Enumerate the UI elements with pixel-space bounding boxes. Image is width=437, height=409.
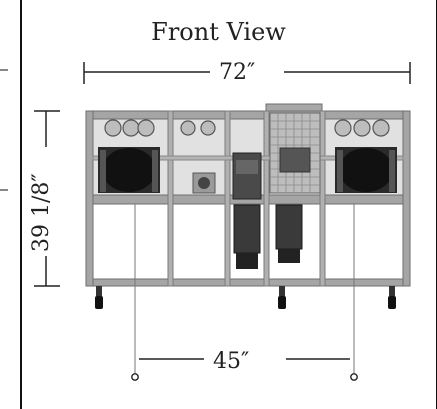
right-leg-marker [350,373,358,381]
overall-height-label: 39 1/8″ [29,169,54,256]
overall-width-label: 72″ [213,62,262,84]
diagram-title: Front View [151,18,286,46]
left-leg-marker [131,373,139,381]
width-dimension-line [83,62,411,84]
height-dimension-line [34,110,60,287]
machine-frame [85,103,411,374]
leg-spacing-label: 45″ [208,351,255,373]
